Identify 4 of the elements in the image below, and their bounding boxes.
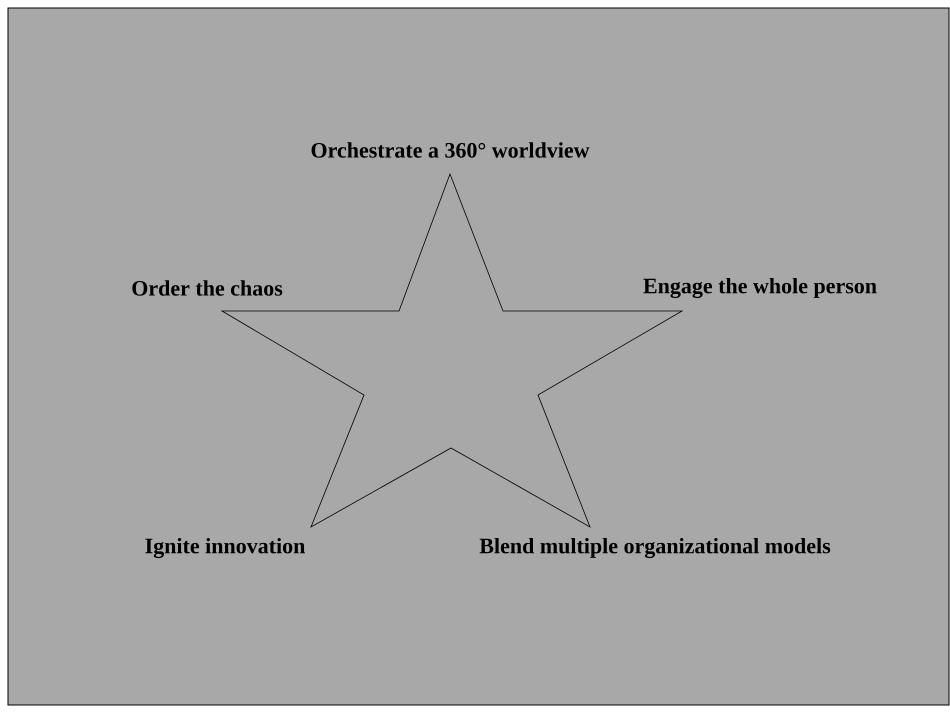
point-label: Blend multiple organizational models: [480, 538, 830, 558]
point-label: Ignite innovation: [145, 538, 306, 558]
point-label: Order the chaos: [132, 280, 282, 296]
point-label: Engage the whole person: [643, 278, 877, 298]
